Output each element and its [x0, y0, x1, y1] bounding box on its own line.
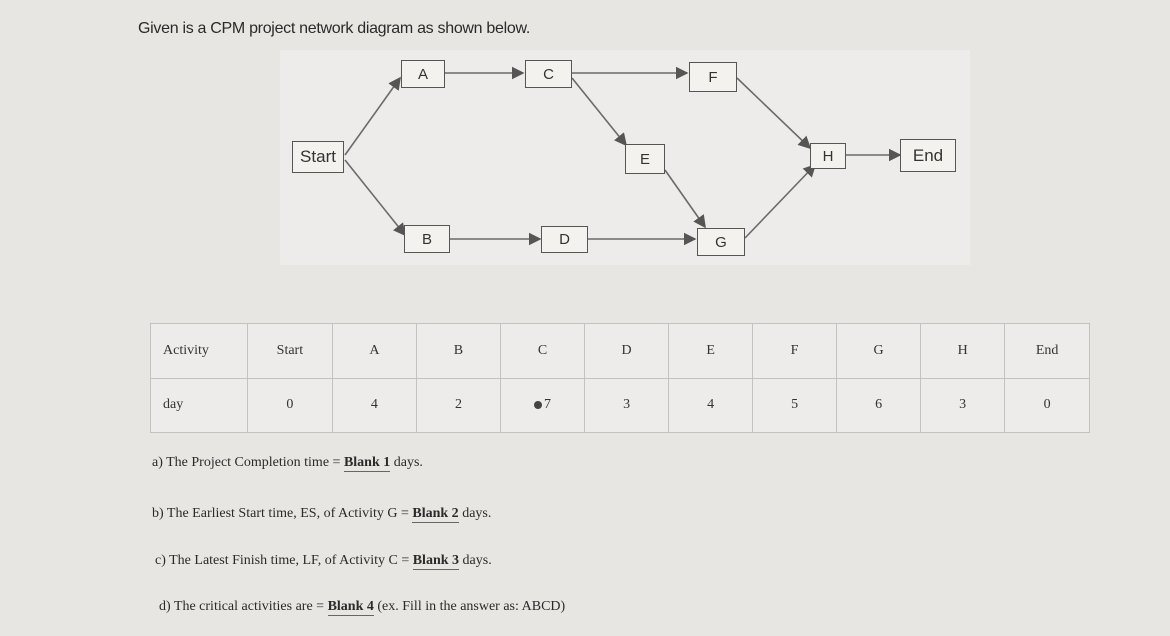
edge-g-h — [744, 163, 817, 239]
table-cell: E — [668, 323, 754, 379]
edge-start-a — [344, 76, 401, 156]
table-cell: End — [1004, 323, 1090, 379]
table-cell: 3 — [584, 377, 670, 433]
table-cell: 3 — [920, 377, 1006, 433]
table-cell: H — [920, 323, 1006, 379]
question-b: b) The Earliest Start time, ES, of Activ… — [152, 506, 492, 523]
question-c: c) The Latest Finish time, LF, of Activi… — [155, 553, 492, 570]
blank-4-input[interactable]: Blank 4 — [327, 599, 374, 616]
table-cell: Start — [246, 323, 333, 379]
table-cell: F — [752, 323, 838, 379]
node-end: End — [900, 139, 956, 172]
question-title: Given is a CPM project network diagram a… — [138, 20, 530, 37]
table-cell: G — [836, 323, 922, 379]
blank-1-input[interactable]: Blank 1 — [343, 455, 391, 472]
table-cell: 0 — [246, 377, 333, 433]
table-row: day 0 4 2 7 3 4 5 6 3 0 — [150, 377, 1090, 433]
edge-f-h — [736, 77, 812, 150]
blank-2-input[interactable]: Blank 2 — [412, 506, 459, 523]
node-e: E — [625, 144, 665, 174]
table-cell: C — [499, 323, 586, 379]
node-d: D — [541, 226, 588, 253]
node-b: B — [404, 225, 450, 253]
node-c: C — [525, 60, 572, 88]
table-cell: 2 — [415, 377, 501, 433]
table-cell: A — [331, 323, 417, 379]
table-cell: 0 — [1004, 377, 1090, 433]
activity-duration-table: Activity Start A B C D E F G H End day 0… — [150, 323, 1090, 433]
edge-c-e — [571, 77, 628, 147]
node-start: Start — [292, 141, 344, 173]
question-a: a) The Project Completion time = Blank 1… — [152, 455, 423, 472]
node-h: H — [810, 143, 846, 169]
table-cell: D — [584, 323, 670, 379]
bullet-dot-icon — [534, 401, 542, 410]
table-row: Activity Start A B C D E F G H End — [150, 323, 1090, 379]
node-g: G — [697, 228, 745, 256]
cell-value: 7 — [544, 397, 551, 413]
blank-3-input[interactable]: Blank 3 — [412, 553, 460, 570]
table-cell: B — [415, 323, 501, 379]
node-f: F — [689, 62, 737, 92]
table-cell: 6 — [836, 377, 922, 433]
question-d: d) The critical activities are = Blank 4… — [159, 599, 566, 616]
edge-start-b — [344, 159, 406, 237]
table-cell: 5 — [752, 377, 838, 433]
table-cell: 7 — [499, 377, 586, 433]
node-a: A — [401, 60, 445, 88]
table-cell: Activity — [150, 323, 248, 379]
table-cell: 4 — [331, 377, 417, 433]
table-cell: 4 — [668, 377, 754, 433]
table-cell: day — [150, 377, 248, 433]
edge-e-g — [664, 169, 706, 229]
